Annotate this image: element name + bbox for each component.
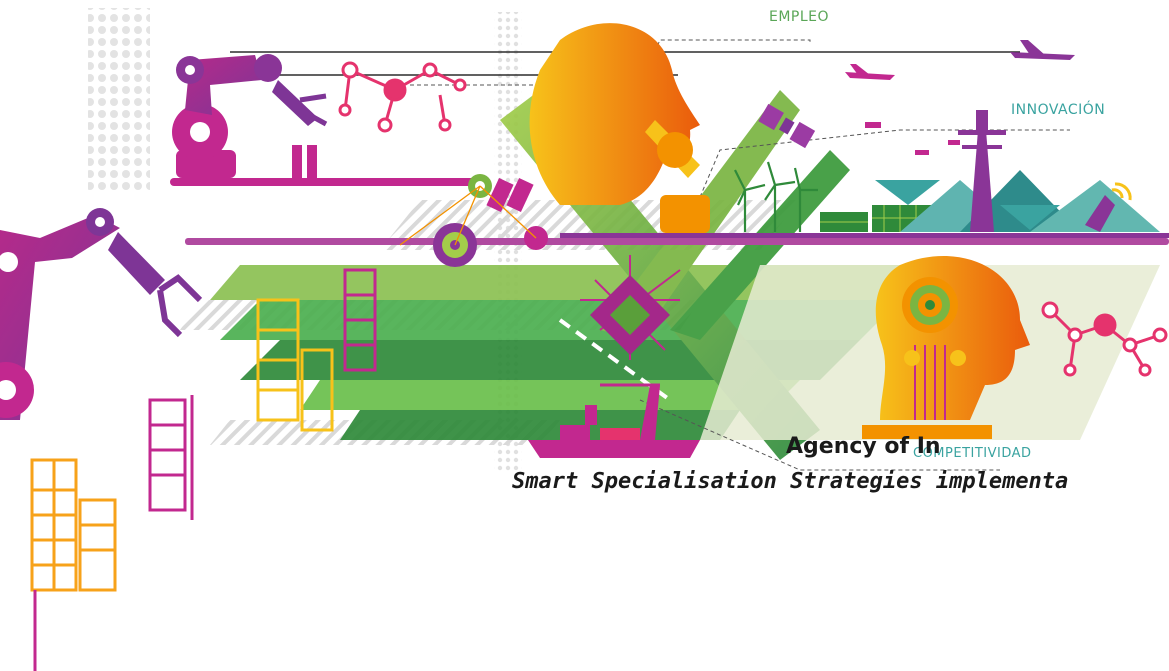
molecule-icon [1041,301,1168,377]
slide-title: Agency of In [786,434,941,459]
satellite-icon [758,103,816,149]
slide-subtitle: Smart Specialisation Strategies implemen… [512,469,1069,494]
ship-icon [528,383,700,458]
robot-arm-icon [0,208,203,420]
boxes [292,145,534,212]
transmission-tower-icon [958,110,1006,232]
building-icon [30,268,377,671]
microchip-icon [580,255,681,360]
wind-turbine-icon [734,161,818,232]
satellite-dish-icon [1085,182,1132,232]
ai-head-icon [862,256,1030,439]
label-innovacion: INNOVACIÓN [1011,102,1106,118]
airplane-icon [845,40,1075,80]
dot-grid [88,8,150,193]
conveyor-belts [170,178,1169,245]
label-empleo: EMPLEO [769,9,830,25]
robot-arm-icon [172,54,328,178]
gear-links [399,185,537,246]
dash-line [558,318,672,402]
drone-icon [865,122,960,155]
molecule-icon [338,61,467,133]
label-competitividad: COMPETITIVIDAD [913,446,1032,461]
mountains [875,170,1160,232]
microscope-icon [645,120,710,233]
human-head-icon [529,23,700,205]
